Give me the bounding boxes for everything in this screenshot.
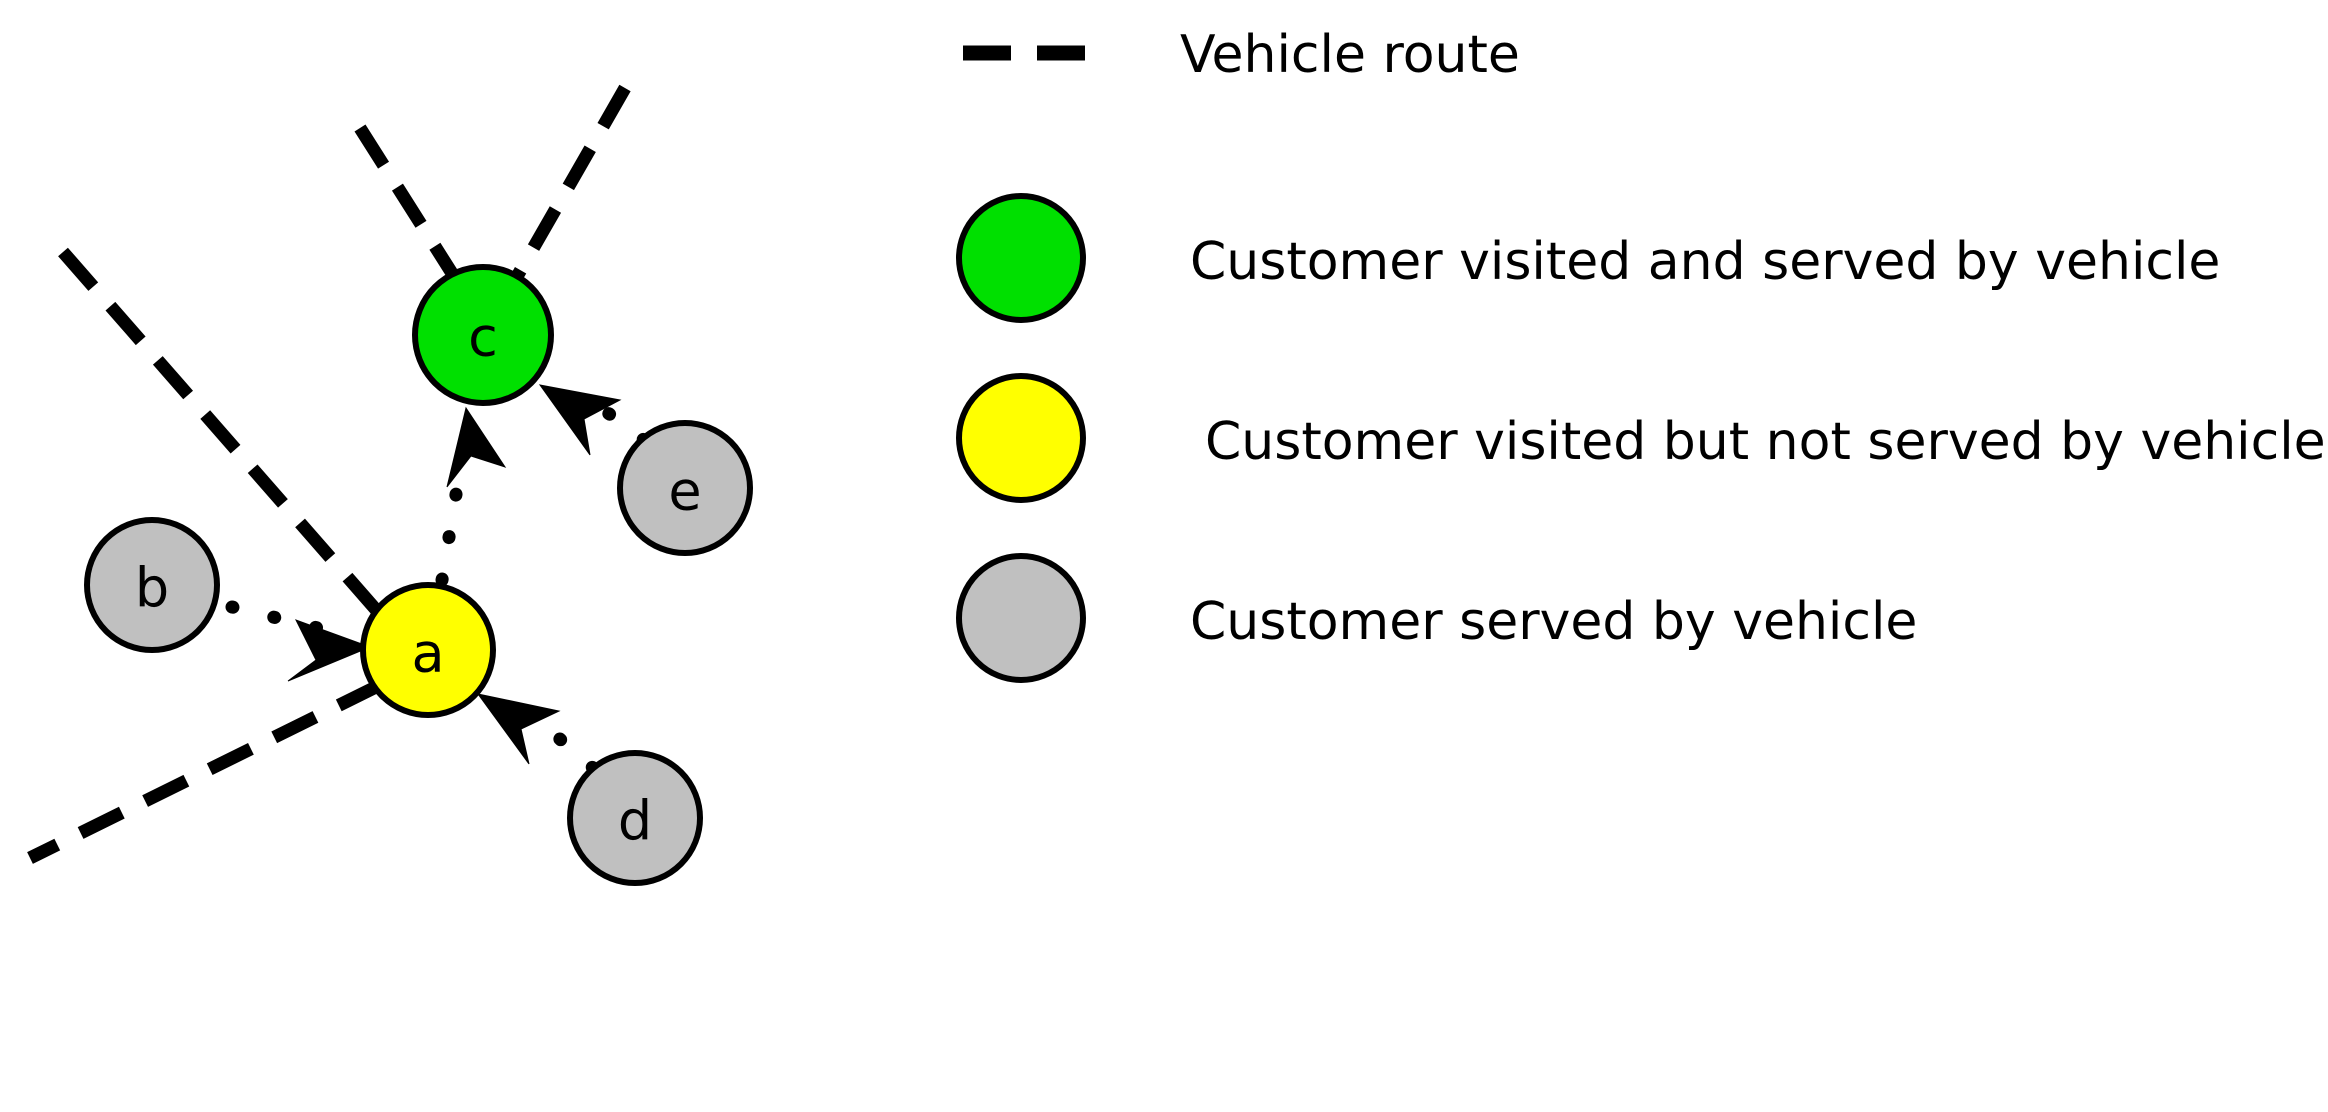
node-e-label: e (668, 460, 701, 523)
node-a-circle[interactable] (360, 582, 496, 718)
route-segment-a-lower-left (27, 679, 383, 864)
legend-item-visited-and-served[interactable]: Customer visited and served by vehicle (956, 193, 2220, 323)
legend-label-served: Customer served by vehicle (1190, 592, 1917, 652)
route-segment-c-upper-left (354, 124, 461, 282)
arrow-a-to-c (435, 406, 507, 587)
legend: Vehicle route Customer visited and serve… (956, 25, 2326, 683)
node-c-circle[interactable] (412, 264, 554, 406)
node-d-circle[interactable] (567, 750, 703, 886)
node-e[interactable]: e (617, 420, 753, 556)
yellow-circle-icon (956, 373, 1086, 503)
node-b[interactable]: b (84, 517, 220, 653)
node-d-label: d (618, 790, 652, 853)
legend-item-visited-not-served[interactable]: Customer visited but not served by vehic… (956, 373, 2326, 503)
green-circle-icon (956, 193, 1086, 323)
legend-label-vehicle-route: Vehicle route (1180, 25, 1520, 85)
node-e-circle[interactable] (617, 420, 753, 556)
nodes-group: c a b d e (84, 264, 753, 886)
node-b-circle[interactable] (84, 517, 220, 653)
node-d[interactable]: d (567, 750, 703, 886)
arrow-d-to-a (476, 693, 600, 775)
vehicle-routes-group (27, 84, 631, 864)
legend-item-vehicle-route[interactable]: Vehicle route (963, 25, 1520, 85)
arrow-b-to-a (225, 600, 372, 682)
node-b-label: b (135, 557, 169, 620)
legend-label-visited-not-served: Customer visited but not served by vehic… (1205, 412, 2326, 472)
route-segment-c-upper-right (509, 84, 631, 284)
arrow-e-to-c (538, 384, 651, 456)
legend-item-served[interactable]: Customer served by vehicle (956, 553, 1917, 683)
node-a-label: a (411, 622, 444, 685)
dotted-arrows-group (225, 384, 651, 775)
node-a[interactable]: a (360, 582, 496, 718)
node-c-label: c (468, 306, 498, 369)
node-c[interactable]: c (412, 264, 554, 406)
legend-label-visited-and-served: Customer visited and served by vehicle (1190, 232, 2220, 292)
route-segment-a-upper-left (58, 247, 390, 625)
gray-circle-icon (956, 553, 1086, 683)
